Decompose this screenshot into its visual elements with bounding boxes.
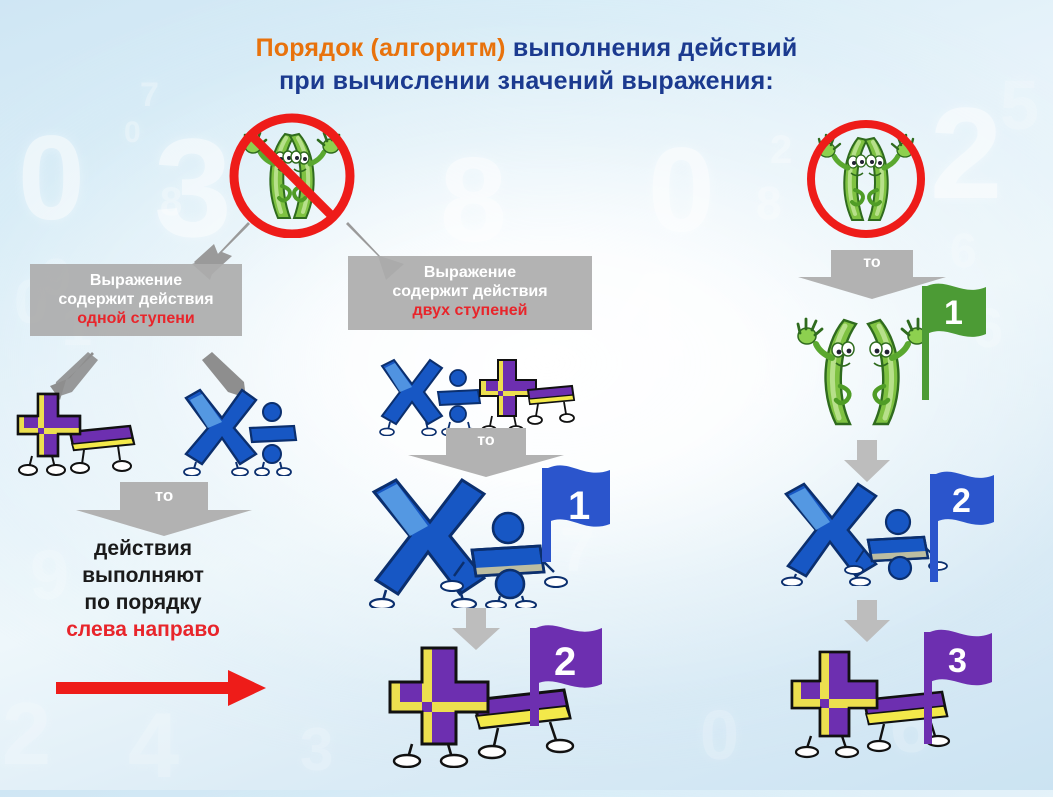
background-number: 7 bbox=[560, 516, 595, 585]
middle-box-line-3: двух ступеней bbox=[412, 302, 528, 320]
minus-character-icon-large bbox=[472, 688, 575, 760]
flag-number-middle-1: 1 bbox=[568, 484, 591, 528]
divide-character-icon-right bbox=[844, 508, 948, 581]
left-result-line-4: слева направо bbox=[66, 617, 220, 641]
background-number: 7 bbox=[140, 76, 159, 114]
to-arrow-middle-label: то bbox=[446, 428, 526, 455]
flag-number-right-3: 3 bbox=[948, 642, 967, 680]
grey-arrow-icon-right-step-2 bbox=[840, 600, 894, 642]
background-number: 0 bbox=[648, 123, 715, 257]
title-accent: Порядок (алгоритм) bbox=[255, 34, 506, 62]
background-number: 8 bbox=[756, 177, 782, 229]
to-arrow-left-label: то bbox=[120, 482, 208, 510]
grey-arrow-icon-left-plus-minus bbox=[48, 352, 102, 404]
background-number: 2 bbox=[930, 80, 1003, 226]
background-number: 0 bbox=[124, 116, 141, 149]
grey-arrow-icon-middle-step bbox=[448, 608, 504, 650]
left-box-line-1: Выражение bbox=[89, 272, 183, 289]
flag-icon-right-step-3: 3 bbox=[912, 628, 1008, 744]
background-number: 3 bbox=[300, 716, 334, 783]
divide-character-icon bbox=[248, 402, 298, 477]
grey-arrow-icon-right-step-1 bbox=[840, 440, 894, 482]
left-result-line-1: действия bbox=[94, 537, 192, 560]
times-character-icon-small bbox=[379, 358, 444, 437]
left-result-line-3: по порядку bbox=[84, 590, 202, 614]
background-number: 8 bbox=[160, 180, 183, 224]
divide-character-icon-large bbox=[440, 511, 568, 610]
background-number: 2 bbox=[770, 128, 793, 172]
background-number: 5 bbox=[1000, 66, 1039, 144]
flag-icon-middle-step-2: 2 bbox=[518, 624, 616, 726]
background-number: 4 bbox=[128, 695, 180, 797]
plus-character-icon bbox=[16, 392, 82, 476]
times-character-icon-large bbox=[368, 477, 487, 611]
left-box-line-3: одной ступени bbox=[77, 310, 195, 328]
middle-branch-condition-box: Выражение содержит действия двух ступене… bbox=[348, 256, 592, 330]
flag-icon-middle-step-1: 1 bbox=[528, 462, 624, 562]
red-arrow-icon bbox=[52, 668, 272, 708]
title-rest: выполнения действий bbox=[505, 34, 798, 62]
background-number: 0 bbox=[750, 368, 773, 412]
flag-number-right-2: 2 bbox=[952, 482, 971, 520]
background-number: 0 bbox=[700, 696, 739, 774]
middle-box-line-2: содержит действия bbox=[392, 283, 548, 301]
background-number: 6 bbox=[950, 225, 977, 278]
right-step-2-operators bbox=[778, 482, 954, 588]
no-parentheses-prohibited-icon bbox=[222, 112, 362, 239]
parentheses-circled-icon bbox=[800, 118, 932, 242]
right-step-1-parentheses bbox=[782, 310, 942, 430]
times-divide-character-group-left bbox=[178, 388, 298, 477]
to-arrow-right-label: то bbox=[831, 250, 913, 277]
title-line-2: при вычислении значений выражения: bbox=[279, 67, 774, 95]
background-number: 2 bbox=[2, 684, 51, 783]
to-arrow-left: то bbox=[76, 482, 252, 536]
plus-character-icon-right bbox=[790, 650, 879, 759]
times-character-icon bbox=[183, 388, 258, 477]
background-number: 0 bbox=[18, 111, 85, 245]
middle-step-2-operators bbox=[388, 644, 578, 769]
minus-character-icon bbox=[68, 424, 136, 474]
left-result-line-2: выполняют bbox=[82, 563, 204, 587]
times-character-icon-right bbox=[781, 482, 878, 588]
left-branch-condition-box: Выражение содержит действия одной ступен… bbox=[30, 264, 242, 336]
all-operators-character-group bbox=[376, 358, 576, 437]
flag-number-middle-2: 2 bbox=[554, 640, 577, 684]
flag-number-right-1: 1 bbox=[944, 294, 963, 332]
background-number: 4 bbox=[600, 241, 684, 409]
flag-icon-right-step-2: 2 bbox=[918, 470, 1010, 582]
divide-character-icon-small bbox=[436, 369, 482, 437]
title-line-1: Порядок (алгоритм) выполнения действий bbox=[0, 32, 1053, 65]
to-arrow-middle: то bbox=[408, 428, 564, 477]
to-arrow-right: то bbox=[798, 250, 946, 299]
plus-character-icon-small bbox=[479, 359, 537, 435]
background-number: 8 bbox=[440, 133, 507, 267]
background-number: 9 bbox=[30, 536, 69, 614]
page-title: Порядок (алгоритм) выполнения действий п… bbox=[0, 32, 1053, 98]
plus-minus-character-group-left bbox=[14, 386, 144, 476]
background-number: 3 bbox=[154, 109, 232, 266]
background-number: 2 bbox=[766, 288, 788, 330]
grey-arrow-icon-left-times-divide bbox=[198, 352, 252, 404]
plus-character-icon-large bbox=[388, 646, 490, 769]
middle-box-line-1: Выражение bbox=[423, 264, 517, 281]
left-box-line-2: содержит действия bbox=[58, 291, 214, 309]
middle-step-1-operators bbox=[364, 477, 580, 611]
left-result-text: действия выполняют по порядку слева напр… bbox=[28, 536, 258, 644]
flag-icon-right-step-1: 1 bbox=[912, 282, 1004, 400]
minus-character-icon-small bbox=[526, 384, 576, 425]
